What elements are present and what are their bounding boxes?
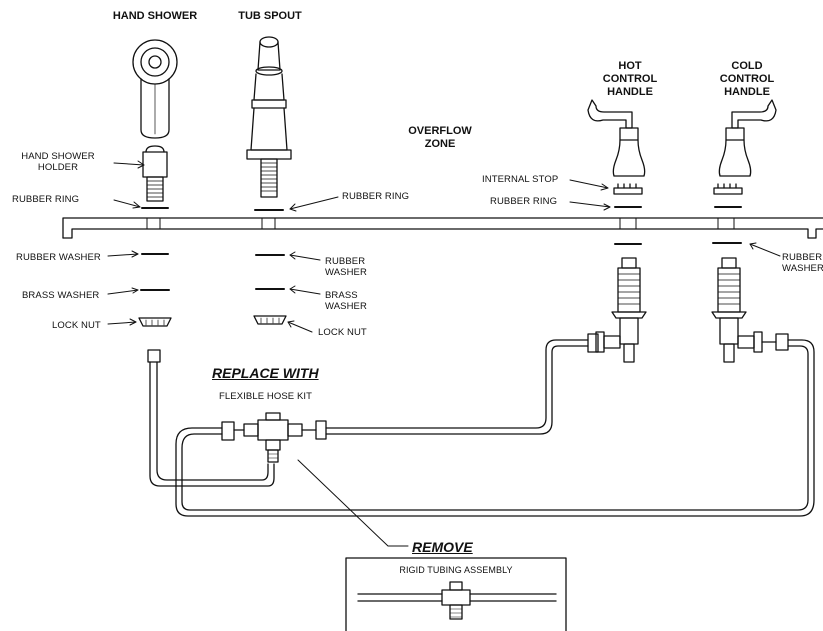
cold-valve (711, 257, 763, 363)
cold-control-handle (718, 99, 777, 177)
hand-shower-holder (142, 145, 168, 202)
hot-header-line-1: HOT (618, 60, 642, 72)
label-hand-shower-holder-1: HAND SHOWER (21, 151, 95, 162)
rigid-tubing-assembly-label: RIGID TUBING ASSEMBLY (399, 565, 513, 575)
hot-valve (595, 257, 647, 363)
label-rubber-ring-hot: RUBBER RING (490, 196, 558, 207)
header-hand-shower: HAND SHOWER (112, 10, 198, 22)
label-rubber-ring-spout: RUBBER RING (342, 191, 410, 202)
label-brass-washer-spout-2: WASHER (325, 301, 367, 312)
rigid-tubing-box (345, 557, 567, 631)
hot-control-handle (587, 99, 646, 177)
cold-header-line-2: CONTROL (719, 73, 775, 85)
label-internal-stop: INTERNAL STOP (482, 174, 559, 185)
hot-header-line-2: CONTROL (602, 73, 658, 85)
overflow-zone-line-2: ZONE (424, 138, 456, 150)
label-hand-shower-holder-2: HOLDER (37, 162, 79, 173)
label-rubber-washer-right-2: WASHER (782, 263, 823, 274)
label-rubber-ring-left: RUBBER RING (12, 194, 80, 205)
flexible-hose-kit (147, 333, 815, 517)
leader-arrows (107, 160, 781, 547)
header-tub-spout: TUB SPOUT (238, 10, 302, 22)
label-brass-washer-spout-1: BRASS (325, 290, 358, 301)
remove-title: REMOVE (412, 539, 473, 555)
label-lock-nut-left: LOCK NUT (52, 320, 101, 331)
label-rubber-washer-left: RUBBER WASHER (16, 252, 101, 263)
internal-stop-hot (613, 183, 643, 195)
cold-header-line-3: HANDLE (724, 86, 770, 98)
deck-rim (62, 217, 823, 239)
flexible-hose-kit-label: FLEXIBLE HOSE KIT (219, 391, 313, 402)
cold-side-connector (761, 333, 789, 351)
lock-nut-spout (253, 315, 287, 325)
cold-header-line-1: COLD (731, 60, 763, 72)
tub-spout (246, 36, 292, 198)
hot-header-line-3: HANDLE (607, 86, 653, 98)
overflow-zone-line-1: OVERFLOW (408, 125, 472, 137)
label-rubber-washer-right-1: RUBBER (782, 252, 823, 263)
internal-stop-cold (713, 183, 743, 195)
label-rubber-washer-spout-1: RUBBER (325, 256, 366, 267)
hand-shower (132, 39, 178, 139)
label-lock-nut-spout: LOCK NUT (318, 327, 367, 338)
replace-with-title: REPLACE WITH (212, 365, 319, 381)
lock-nut-left (138, 317, 172, 327)
label-rubber-washer-spout-2: WASHER (325, 267, 367, 278)
label-brass-washer-left: BRASS WASHER (22, 290, 100, 301)
